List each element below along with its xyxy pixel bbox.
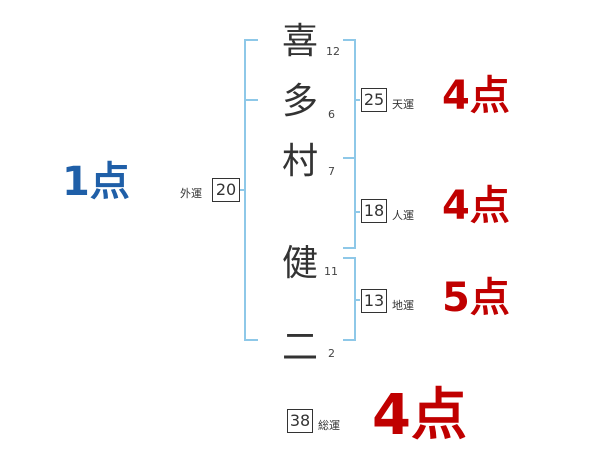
tenun-bracket <box>343 39 356 159</box>
jinun-bracket <box>343 157 356 249</box>
gaiun-value: 20 <box>212 178 240 202</box>
tenun-label: 天運 <box>392 98 414 111</box>
name-char-2: 多 <box>281 81 318 122</box>
stroke-count-2: 6 <box>328 108 335 121</box>
souun-value: 38 <box>287 409 313 433</box>
tenun-score: 4点 <box>442 73 510 119</box>
jinun-score: 4点 <box>442 183 510 229</box>
name-char-3: 村 <box>281 141 318 182</box>
gaiun-score: 1点 <box>62 159 130 205</box>
chiun-label: 地運 <box>392 299 414 312</box>
gaiun-bracket <box>244 39 258 341</box>
souun-score: 4点 <box>372 383 467 448</box>
stroke-count-4: 11 <box>324 265 338 278</box>
chiun-value: 13 <box>361 289 387 313</box>
gaiun-label: 外運 <box>180 187 202 200</box>
name-char-1: 喜 <box>281 21 318 62</box>
name-char-4: 健 <box>281 243 318 284</box>
jinun-label: 人運 <box>392 209 414 222</box>
tenun-value: 25 <box>361 88 387 112</box>
stroke-count-1: 12 <box>326 45 340 58</box>
souun-label: 総運 <box>318 419 340 432</box>
stroke-count-3: 7 <box>328 165 335 178</box>
name-char-5: 二 <box>281 327 318 368</box>
chiun-score: 5点 <box>442 275 510 321</box>
chiun-bracket <box>343 257 356 341</box>
jinun-value: 18 <box>361 199 387 223</box>
stroke-count-5: 2 <box>328 347 335 360</box>
